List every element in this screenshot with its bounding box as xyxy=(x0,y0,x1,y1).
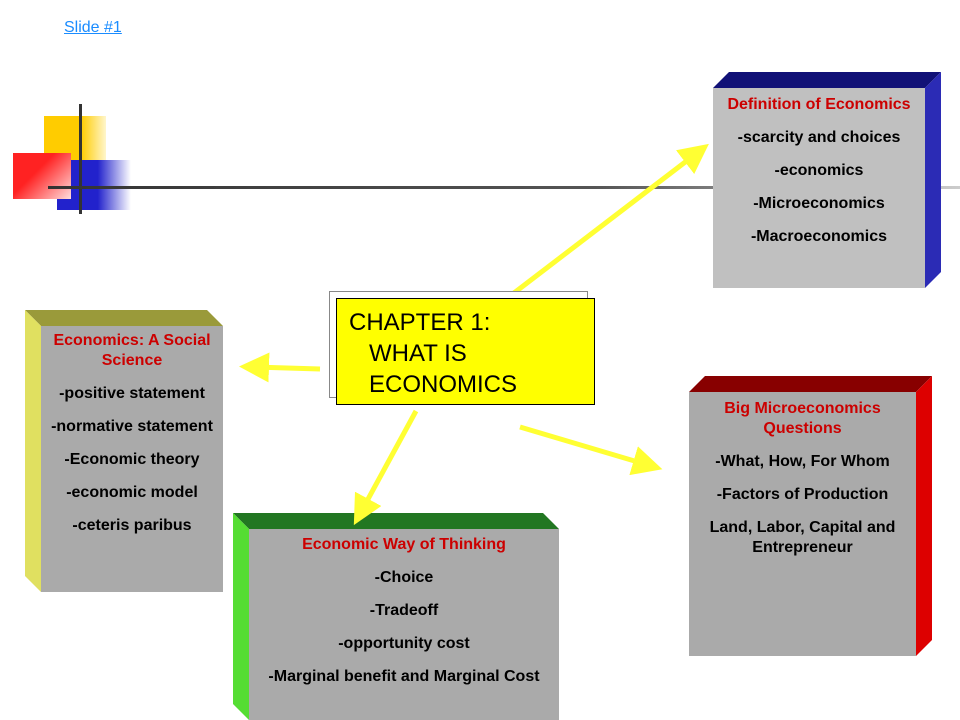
social-item: -positive statement xyxy=(59,385,205,402)
micro-title: Big Microeconomics Questions xyxy=(724,400,881,437)
micro-side xyxy=(916,376,932,656)
social-item: -economic model xyxy=(66,484,198,501)
definition-title: Definition of Economics xyxy=(727,96,911,113)
arrow-to-thinking xyxy=(353,409,419,526)
thinking-item: -opportunity cost xyxy=(338,635,470,652)
social-item: -ceteris paribus xyxy=(72,517,192,534)
vertical-line xyxy=(79,104,82,214)
chapter-title-box: CHAPTER 1: WHAT IS ECONOMICS xyxy=(336,298,595,405)
definition-item: -Macroeconomics xyxy=(750,228,888,245)
social-item: -Economic theory xyxy=(64,451,200,468)
chapter-title-line: WHAT IS xyxy=(369,340,467,367)
arrow-to-definition xyxy=(495,143,709,308)
micro-item: -What, How, For Whom xyxy=(715,453,890,470)
slide-link[interactable]: Slide #1 xyxy=(64,19,122,36)
arrow-to-micro xyxy=(519,424,663,476)
chapter-title-line: CHAPTER 1: xyxy=(349,309,491,336)
social-item: -normative statement xyxy=(51,418,213,435)
chapter-title-line: ECONOMICS xyxy=(369,371,518,398)
micro-item: Land, Labor, Capital and Entrepreneur xyxy=(709,519,896,556)
red-square xyxy=(13,153,71,199)
thinking-item: -Choice xyxy=(374,569,434,586)
social-title: Economics: A Social Science xyxy=(53,332,211,369)
micro-item: -Factors of Production xyxy=(716,486,889,503)
definition-item: -Microeconomics xyxy=(753,195,885,212)
thinking-item: -Tradeoff xyxy=(369,602,439,619)
social-side xyxy=(25,310,41,592)
definition-item: -economics xyxy=(774,162,864,179)
definition-side xyxy=(925,72,941,288)
arrow-to-social xyxy=(239,352,321,383)
thinking-item: -Marginal benefit and Marginal Cost xyxy=(268,668,540,685)
thinking-side xyxy=(233,513,249,720)
thinking-title: Economic Way of Thinking xyxy=(302,536,506,553)
definition-item: -scarcity and choices xyxy=(737,129,901,146)
